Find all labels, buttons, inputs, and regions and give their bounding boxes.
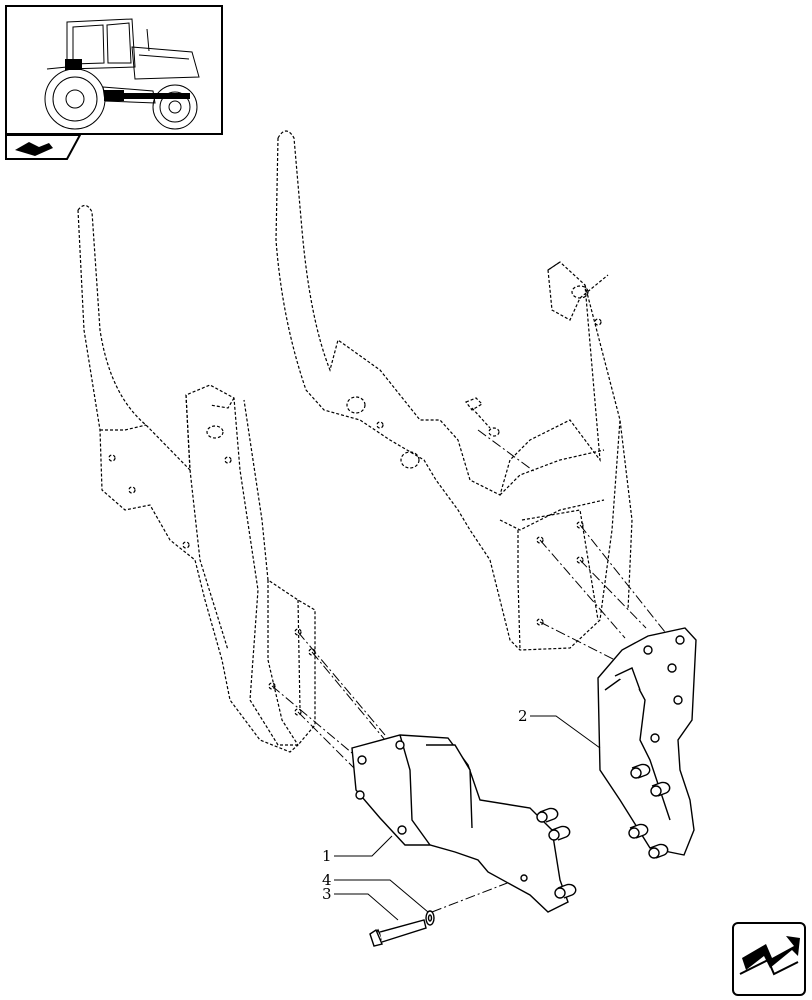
tractor-icon bbox=[44, 18, 200, 130]
washer-part-4 bbox=[425, 910, 435, 926]
bolt-part-3 bbox=[369, 919, 427, 947]
location-marker-bar bbox=[124, 93, 190, 99]
section-tab-icon bbox=[5, 134, 82, 164]
callout-label-1: 1 bbox=[322, 847, 332, 865]
upper-bolt-phantom bbox=[465, 397, 500, 437]
callout-label-3: 3 bbox=[322, 885, 332, 903]
bracket-part-2 bbox=[597, 627, 697, 859]
right-frame-phantom bbox=[275, 130, 633, 651]
alignment-lines bbox=[271, 429, 666, 913]
tractor-location-thumbnail bbox=[5, 5, 223, 135]
location-marker-lower bbox=[104, 90, 124, 101]
bracket-part-1 bbox=[351, 734, 577, 913]
callout-label-2: 2 bbox=[518, 707, 528, 725]
left-frame-phantom bbox=[77, 204, 316, 753]
callout-label-4: 4 bbox=[322, 871, 332, 889]
location-marker-upper bbox=[65, 59, 82, 70]
next-page-arrow-icon[interactable] bbox=[732, 922, 806, 996]
callout-leaders bbox=[334, 715, 601, 921]
